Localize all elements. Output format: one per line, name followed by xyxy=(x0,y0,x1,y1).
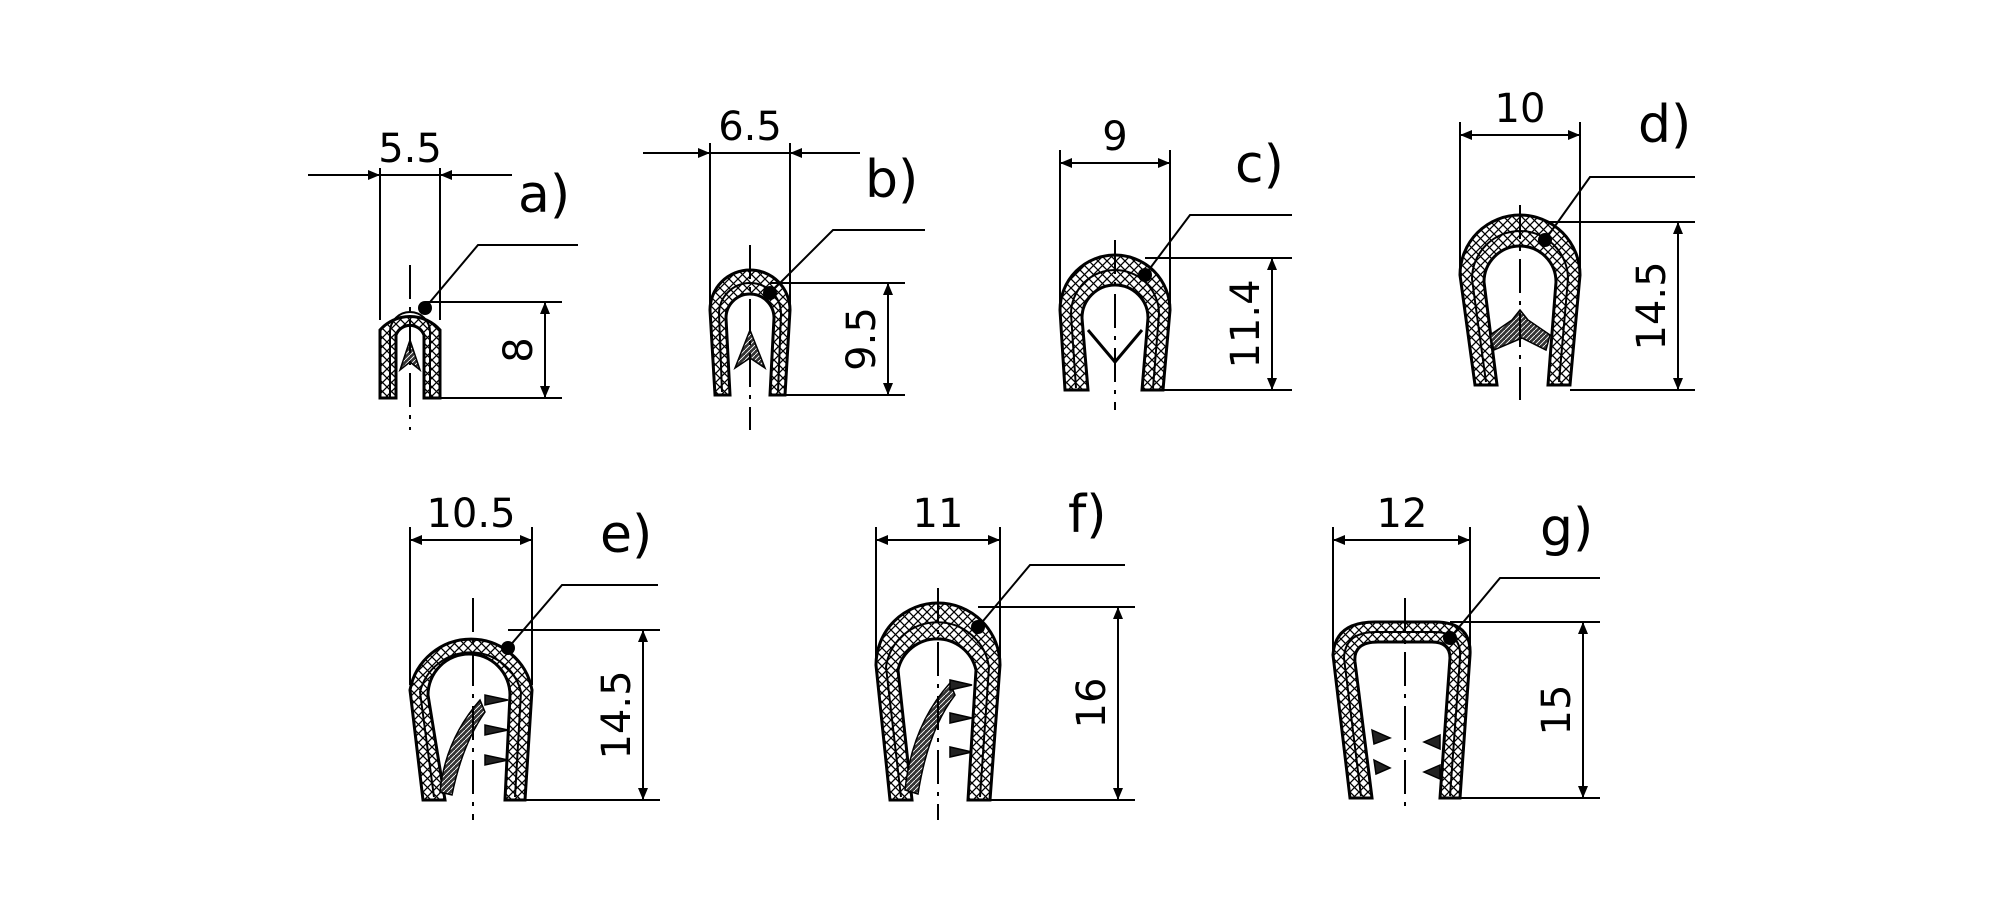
profile-e-leader xyxy=(507,584,658,649)
profile-e-height: 14.5 xyxy=(594,670,640,759)
profile-a-body xyxy=(378,315,442,400)
profile-a-insert xyxy=(389,311,431,398)
profile-c: c) 9 11.4 xyxy=(1058,114,1292,410)
profile-e-label: e) xyxy=(600,505,652,565)
profile-b-label: b) xyxy=(865,150,918,210)
profile-g-label: g) xyxy=(1540,498,1593,558)
profile-b: b) 6.5 9.5 xyxy=(643,104,925,430)
profile-a-height: 8 xyxy=(496,337,542,362)
profile-d-width: 10 xyxy=(1495,86,1546,132)
profile-g: g) 12 15 xyxy=(1331,491,1600,812)
profile-c-height: 11.4 xyxy=(1223,279,1269,368)
profile-f-insert xyxy=(884,621,991,798)
profile-d: d) 10 14.5 xyxy=(1458,86,1695,400)
profile-d-height: 14.5 xyxy=(1629,261,1675,350)
profile-g-fins xyxy=(1371,728,1441,781)
profile-e-flap xyxy=(439,698,486,796)
profile-g-height: 15 xyxy=(1534,685,1580,736)
profile-b-width: 6.5 xyxy=(718,104,782,150)
profile-g-body xyxy=(1331,620,1472,800)
profile-c-label: c) xyxy=(1235,135,1284,195)
profile-a-label: a) xyxy=(518,165,570,225)
profile-e: e) 10.5 14.5 xyxy=(408,491,660,820)
profile-f: f) 11 16 xyxy=(874,485,1135,820)
profile-f-flap xyxy=(904,681,956,795)
profile-d-body xyxy=(1458,213,1582,387)
profile-f-fins xyxy=(949,679,973,758)
profile-f-label: f) xyxy=(1068,485,1107,545)
profile-a: a) 5.5 8 xyxy=(308,126,578,430)
profile-e-insert xyxy=(418,651,523,798)
profile-f-height: 16 xyxy=(1069,678,1115,729)
profile-b-body xyxy=(708,268,792,397)
profile-c-body xyxy=(1058,253,1172,392)
profile-f-width: 11 xyxy=(913,491,964,537)
profile-b-height: 9.5 xyxy=(839,307,885,371)
profile-d-leader xyxy=(1544,176,1695,241)
profile-g-width: 12 xyxy=(1377,491,1428,537)
profile-e-width: 10.5 xyxy=(426,491,515,537)
profile-c-width: 9 xyxy=(1102,114,1127,160)
profile-d-label: d) xyxy=(1638,95,1691,155)
profile-a-leader xyxy=(424,244,578,309)
profile-c-leader xyxy=(1144,214,1292,276)
profile-e-fins xyxy=(484,694,509,766)
profile-b-insert xyxy=(717,282,783,393)
profile-a-width: 5.5 xyxy=(378,126,442,172)
profile-g-leader xyxy=(1449,577,1600,639)
